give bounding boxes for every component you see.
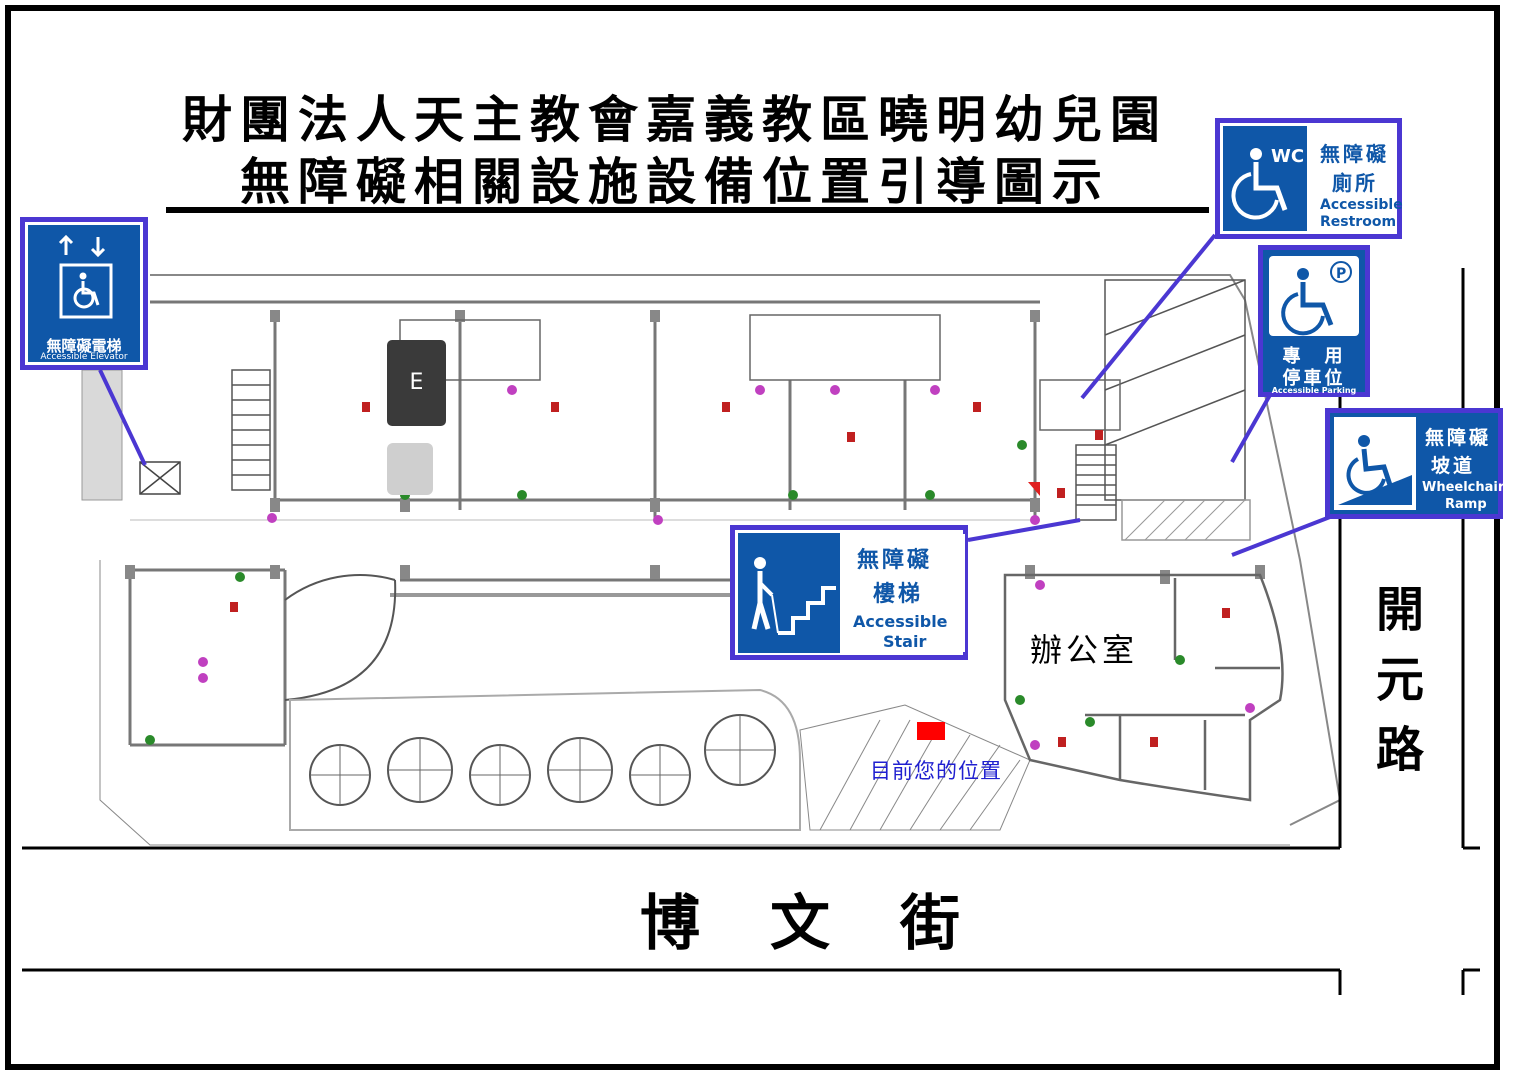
parking-sign-cn2: 停車位	[1282, 368, 1346, 389]
street-bowen: 博文街	[640, 889, 1030, 959]
parking-wheelchair-icon: P	[1269, 256, 1359, 336]
elevator-sign-cn: 無障礙電梯	[46, 337, 122, 355]
ramp-sign-cn1: 無障礙	[1425, 427, 1492, 449]
page-title: 財團法人天主教會嘉義教區曉明幼兒園	[182, 90, 1168, 149]
street-kaiyuan: 開元路	[1375, 582, 1424, 778]
parking-sign-en: Accessible Parking	[1271, 386, 1357, 395]
sign-accessible-elevator: 無障礙電梯 Accessible Elevator	[20, 217, 148, 370]
ramp-wheelchair-icon	[1334, 417, 1416, 510]
ramp-sign-en1: Wheelchair	[1422, 480, 1505, 495]
elevator-sign-en: Accessible Elevator	[40, 352, 128, 362]
elevator-marker-shadow	[387, 443, 433, 495]
elevator-location-marker: E	[387, 340, 446, 426]
sign-wheelchair-ramp: 無障礙 坡道 Wheelchair Ramp	[1325, 408, 1505, 519]
current-location-label: 目前您的位置	[870, 759, 1002, 783]
office-label: 辦公室	[1030, 631, 1139, 669]
parking-badge: P	[1336, 266, 1346, 282]
restroom-sign-en2: Restroom	[1320, 214, 1397, 230]
page-subtitle: 無障礙相關設施設備位置引導圖示	[240, 152, 1110, 211]
sign-accessible-parking: P 專 用 停車位 Accessible Parking	[1258, 245, 1370, 397]
stair-sign-en1: Accessible	[853, 612, 948, 631]
restroom-sign-cn2: 廁所	[1332, 171, 1378, 195]
stair-sign-cn2: 樓梯	[873, 582, 924, 607]
stair-sign-cn1: 無障礙	[857, 548, 933, 573]
sign-accessible-restroom: WC 無障礙 廁所 Accessible Restroom	[1215, 118, 1403, 239]
ramp-sign-en2: Ramp	[1445, 497, 1487, 512]
ramp-sign-cn2: 坡道	[1431, 455, 1476, 477]
title-underline	[166, 207, 1209, 213]
parking-sign-cn1: 專 用	[1282, 346, 1346, 367]
restroom-sign-en1: Accessible	[1320, 197, 1403, 213]
wheelchair-icon	[1231, 148, 1288, 220]
wc-badge: WC	[1271, 146, 1305, 167]
stair-cane-icon	[751, 557, 836, 635]
stair-sign-en2: Stair	[883, 632, 927, 651]
page-frame	[5, 5, 1500, 1070]
current-location-marker	[917, 722, 945, 740]
sign-accessible-stair: 無障礙 樓梯 Accessible Stair	[730, 525, 968, 660]
elevator-wheelchair-icon	[58, 234, 113, 319]
restroom-sign-cn1: 無障礙	[1320, 142, 1389, 166]
